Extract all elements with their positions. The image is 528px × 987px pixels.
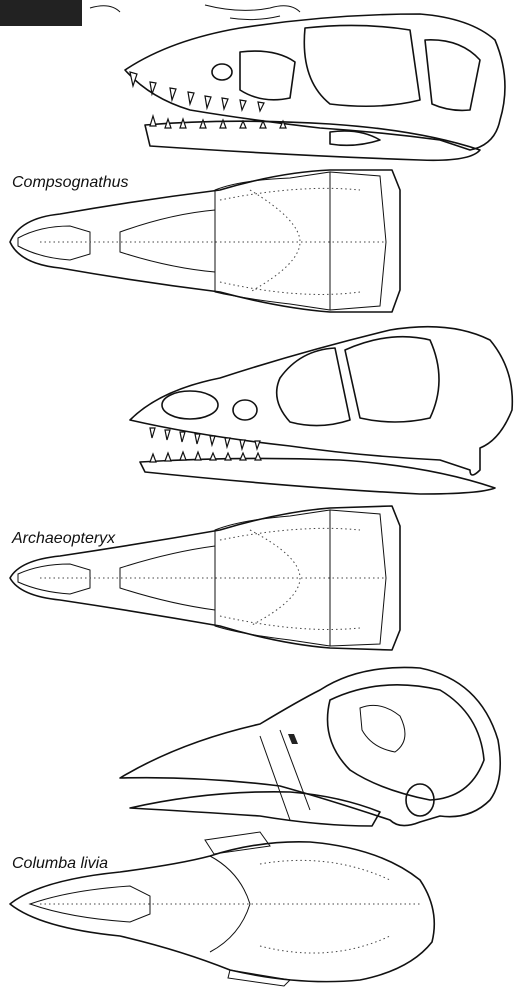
archaeopteryx-dorsal-skull	[10, 506, 400, 650]
label-columba-livia: Columba livia	[12, 855, 108, 873]
compsognathus-lateral-skull	[125, 14, 505, 160]
label-compsognathus: Compsognathus	[12, 174, 129, 192]
label-archaeopteryx: Archaeopteryx	[12, 530, 115, 548]
photo-fragment	[0, 0, 82, 26]
columba-lateral-skull	[120, 667, 500, 826]
archaeopteryx-lateral-skull	[130, 327, 512, 494]
hand-sketch-fragment	[90, 5, 300, 20]
